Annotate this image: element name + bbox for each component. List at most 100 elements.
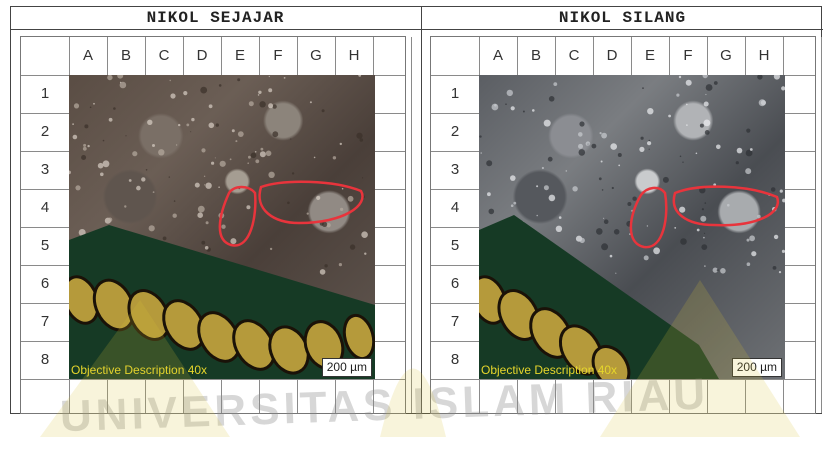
mineral-grain [510,106,515,111]
mineral-grain [679,206,686,213]
row-label: 7 [450,313,460,330]
mineral-grain [703,119,711,127]
mineral-grain [259,151,266,158]
mineral-grain [686,103,688,106]
mineral-grain [773,75,780,80]
mineral-grain [506,89,513,97]
annotation-outline [258,180,364,225]
mineral-grain [617,153,622,157]
mineral-grain [668,114,671,118]
scale-bar: 200 µm [731,358,782,377]
row-label: 4 [40,199,50,216]
mineral-grain [72,134,78,140]
column-label: D [196,47,208,64]
mineral-grain [699,187,706,194]
mineral-grain [183,91,188,96]
mineral-grain [119,81,127,89]
mineral-grain [319,269,326,275]
mineral-grain [565,170,568,172]
mineral-grain [648,148,650,150]
column-label: F [273,47,283,64]
row-label: 1 [40,85,50,102]
mineral-grain [572,186,578,192]
mineral-grain [601,189,604,191]
mineral-grain [536,214,538,217]
mineral-grain [702,75,708,79]
mineral-grain [632,196,637,201]
mineral-grain [313,156,316,159]
mineral-grain [83,143,87,147]
mineral-grain [265,150,272,157]
mineral-grain [84,124,89,129]
objective-caption: Objective Description 40x [481,363,618,377]
mineral-grain [290,138,292,140]
mineral-grain [536,185,539,188]
mineral-grain [259,101,266,108]
mineral-grain [204,184,206,186]
column-label: G [310,47,322,64]
column-label: A [492,47,503,64]
mineral-grain [513,201,517,205]
mineral-grain [215,123,219,127]
grid-line-horizontal [431,379,815,380]
mineral-grain [643,255,649,261]
mineral-grain [653,247,660,255]
mineral-grain [200,86,208,94]
mineral-grain [268,75,270,78]
mineral-grain [596,228,603,235]
mineral-grain [283,77,286,79]
mineral-grain [578,149,586,156]
mineral-grain [585,141,591,146]
mineral-grain [704,265,706,267]
mineral-grain [758,99,766,107]
scale-bar: 200 µm [321,358,372,377]
mineral-grain [191,117,195,122]
mineral-grain [778,271,782,274]
column-label: H [348,47,360,64]
mineral-grain [218,84,222,87]
mineral-grain [306,212,309,215]
grid-line-vertical [821,37,822,413]
mineral-grain [510,204,514,207]
mineral-grain [119,81,122,84]
mineral-grain [128,179,132,182]
mineral-grain [78,229,86,236]
column-label: C [568,47,580,64]
mineral-grain [735,161,739,165]
mineral-grain [555,225,563,232]
mineral-grain [341,187,344,190]
mineral-grain [309,101,312,104]
mineral-grain [522,110,525,113]
mineral-grain [579,237,585,244]
row-label: 7 [40,313,50,330]
mineral-grain [480,152,482,154]
mineral-grain [601,132,607,139]
mineral-grain [117,75,124,79]
row-label: 8 [40,351,50,368]
mineral-grain [248,101,254,107]
mineral-grain [558,216,562,219]
mineral-grain [736,147,743,154]
mineral-grain [695,152,698,155]
mineral-grain [178,123,181,127]
mineral-grain [642,87,644,89]
column-label: E [234,47,245,64]
mineral-grain [676,93,680,97]
row-label: 4 [450,199,460,216]
mineral-grain [359,138,364,142]
mineral-grain [601,243,609,251]
mineral-grain [93,102,95,105]
mineral-grain [235,140,238,143]
mineral-grain [781,86,785,91]
mineral-grain [613,229,620,235]
mineral-grain [268,171,275,178]
column-label: B [530,47,541,64]
mineral-grain [647,108,654,115]
annotation-outline [218,185,257,247]
row-label: 3 [450,161,460,178]
mineral-grain [662,176,669,183]
mineral-grain [237,131,244,137]
